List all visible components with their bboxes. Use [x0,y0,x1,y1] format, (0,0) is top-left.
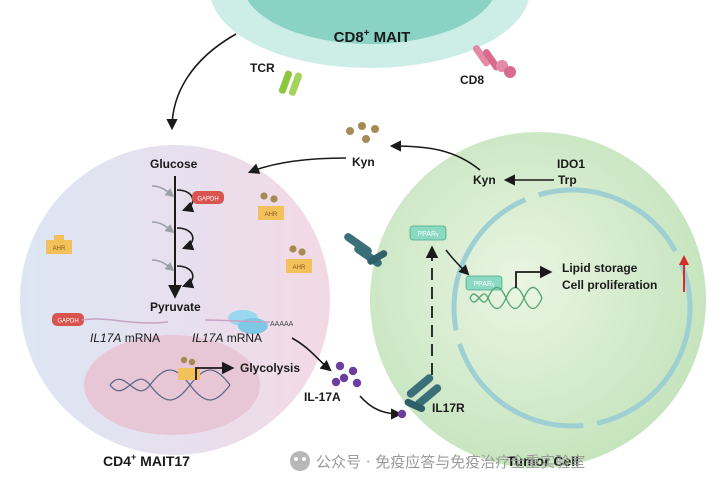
il17r-label: IL17R [432,401,465,415]
cd8-mait-label: CD8+ MAIT [334,28,411,46]
ido1-label: IDO1 [557,157,585,171]
il17r-receptor-icon [344,233,388,267]
ahr-kyn-complex-icon [178,356,200,380]
tumor-cell-label: Tumor Cell [507,453,579,469]
increase-arrow-icon [679,255,689,292]
cd8-receptor-icon [472,45,516,78]
kyn-uptake-arrow [247,157,347,174]
mait17-cell [20,145,330,455]
ahr-label-3: AHR [293,265,306,271]
gapdh-label-2: GAPDH [57,319,78,325]
gapdh-enzyme-icon: GAPDH [192,191,224,204]
kyn-molecules-icon [346,122,379,143]
ahr-kyn-complex-icon: AHR [258,192,284,220]
il17r-receptor-icon [397,374,442,419]
cd8-label: CD8 [460,73,484,87]
glycolysis-label: Glycolysis [240,361,300,375]
trp-label: Trp [558,173,577,187]
ahr-kyn-complex-icon: AHR [286,245,312,273]
il17a-cytokine-icon [331,361,362,388]
ppar-gamma-nuclear-icon: PPARγ [465,275,503,291]
outcome-proliferation-label: Cell proliferation [562,278,657,292]
gapdh-label: GAPDH [197,197,218,203]
glycolysis-pathway [151,176,195,299]
differentiation-arrow [166,33,237,131]
binding-arrow [359,395,403,420]
outcome-lipid-label: Lipid storage [562,261,638,275]
tumor-dna-icon [469,286,543,310]
translocation-arrow [445,249,470,276]
gapdh-mrna-icon: GAPDH [52,313,169,326]
kyn-tumor-label: Kyn [473,173,496,187]
tcr-receptor-icon [278,70,303,96]
ppar-gamma-icon: PPARγ [409,225,447,241]
watermark: 公众号 · 免疫应答与免疫治疗全重实验室 [290,451,585,471]
watermark-text: 公众号 · 免疫应答与免疫治疗全重实验室 [316,453,585,471]
poly-a-tail: AAAAA [270,321,294,328]
cd8-mait-cell: CD8+ MAIT [211,0,529,68]
glycolysis-arrow [195,361,235,380]
ppar-label-1: PPARγ [417,231,439,238]
dna-helix-icon [109,369,231,401]
ahr-label-1: AHR [53,246,66,252]
tumor-cell [370,132,706,468]
il17a-mrna-label-1: IL17A mRNA [90,331,160,345]
ribosome-icon [204,310,271,334]
pyruvate-label: Pyruvate [150,300,201,314]
kyn-top-label: Kyn [352,155,375,169]
glucose-label: Glucose [150,157,198,171]
il17a-mrna-label-2: IL17A mRNA [192,331,262,345]
il17a-label: IL-17A [304,390,341,404]
tcr-label: TCR [250,61,275,75]
ahr-icon: AHR [46,235,72,254]
kyn-export-arrow [389,140,481,171]
ppar-label-2: PPARγ [473,281,495,288]
mait17-label: CD4+ MAIT17 [103,452,190,469]
secretion-arrow [291,337,332,372]
transcription-arrow [515,265,553,288]
ahr-label-2: AHR [265,212,278,218]
